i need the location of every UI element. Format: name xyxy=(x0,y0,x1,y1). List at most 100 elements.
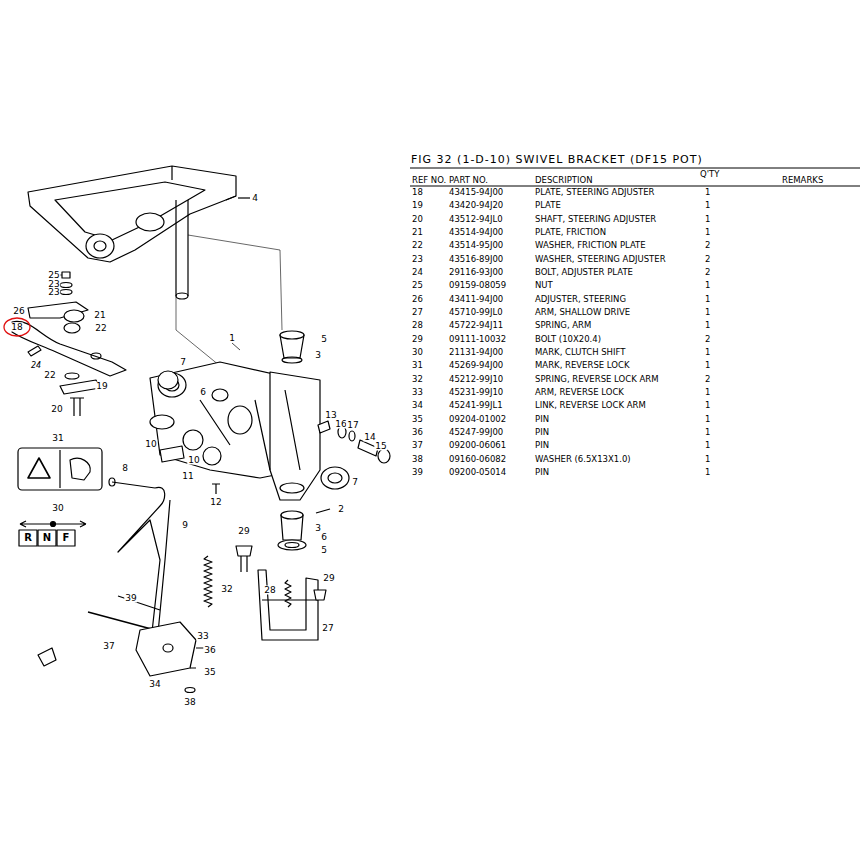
table-cell: 27 xyxy=(412,308,423,317)
callout-number: 18 xyxy=(10,323,23,332)
callout-number: 6 xyxy=(320,533,328,542)
callout-number: 31 xyxy=(51,434,64,443)
callout-number: 32 xyxy=(220,585,233,594)
table-cell: 45722-94J11 xyxy=(449,321,503,330)
table-cell: 2 xyxy=(705,374,710,383)
table-cell: 1 xyxy=(705,214,710,223)
callout-number: 13 xyxy=(324,411,337,420)
table-cell: 1 xyxy=(705,468,710,477)
table-cell: 21131-94J00 xyxy=(449,348,503,357)
callout-number: 33 xyxy=(196,632,209,641)
table-cell: 2 xyxy=(705,334,710,343)
table-cell: ARM, REVERSE LOCK xyxy=(535,388,624,397)
table-header: REMARKS xyxy=(782,176,823,185)
table-cell: 45710-99JL0 xyxy=(449,308,503,317)
table-cell: PLATE, FRICTION xyxy=(535,228,606,237)
table-cell: 43516-89J00 xyxy=(449,254,503,263)
callout-number: 6 xyxy=(199,388,207,397)
callout-number: 7 xyxy=(351,478,359,487)
callout-number: 22 xyxy=(94,324,107,333)
table-header: DESCRIPTION xyxy=(535,176,593,185)
table-cell: 43514-94J00 xyxy=(449,228,503,237)
table-cell: PIN xyxy=(535,468,549,477)
callout-number: 23 xyxy=(47,288,60,297)
callout-number: 8 xyxy=(121,464,129,473)
table-cell: PLATE, STEERING ADJUSTER xyxy=(535,188,655,197)
table-cell: WASHER, FRICTION PLATE xyxy=(535,241,646,250)
callout-number: 19 xyxy=(95,382,108,391)
callout-number: 11 xyxy=(181,472,194,481)
table-cell: 1 xyxy=(705,401,710,410)
table-cell: 45269-94J00 xyxy=(449,361,503,370)
table-cell: 30 xyxy=(412,348,423,357)
table-cell: 2 xyxy=(705,241,710,250)
callout-number: 14 xyxy=(363,433,376,442)
callout-number: 5 xyxy=(320,546,328,555)
table-cell: 09111-10032 xyxy=(449,334,506,343)
table-cell: PIN xyxy=(535,441,549,450)
table-cell: 43420-94J20 xyxy=(449,201,503,210)
callout-number: 10 xyxy=(187,456,200,465)
table-cell: 31 xyxy=(412,361,423,370)
callout-number: 36 xyxy=(203,646,216,655)
callout-number: 21 xyxy=(93,311,106,320)
table-cell: 1 xyxy=(705,201,710,210)
callout-number: 22 xyxy=(43,371,56,380)
callout-number: 4 xyxy=(251,194,259,203)
table-cell: 38 xyxy=(412,454,423,463)
callout-number: 1 xyxy=(228,334,236,343)
table-cell: 43411-94J00 xyxy=(449,294,503,303)
table-cell: 32 xyxy=(412,374,423,383)
table-cell: 09200-05014 xyxy=(449,468,506,477)
table-cell: BOLT, ADJUSTER PLATE xyxy=(535,268,633,277)
table-cell: 1 xyxy=(705,428,710,437)
table-cell: 43514-95J00 xyxy=(449,241,503,250)
table-cell: 45231-99J10 xyxy=(449,388,503,397)
callout-number: 24 xyxy=(30,362,42,370)
callout-number: 28 xyxy=(263,586,276,595)
callout-number: 29 xyxy=(237,527,250,536)
callout-number: 7 xyxy=(179,358,187,367)
callout-number: 38 xyxy=(183,698,196,707)
table-cell: NUT xyxy=(535,281,553,290)
table-cell: WASHER (6.5X13X1.0) xyxy=(535,454,631,463)
callout-number: 20 xyxy=(50,405,63,414)
table-header: Q'TY xyxy=(700,170,719,179)
table-cell: SPRING, REVERSE LOCK ARM xyxy=(535,374,659,383)
table-cell: 43512-94JL0 xyxy=(449,214,503,223)
callout-number: 30 xyxy=(51,504,64,513)
table-cell: 1 xyxy=(705,188,710,197)
callout-number: 15 xyxy=(374,442,387,451)
table-cell: SPRING, ARM xyxy=(535,321,591,330)
callout-number: 34 xyxy=(148,680,161,689)
callout-number: 3 xyxy=(314,524,322,533)
callout-number: 26 xyxy=(12,307,25,316)
callout-number: 35 xyxy=(203,668,216,677)
table-cell: 1 xyxy=(705,228,710,237)
table-cell: 1 xyxy=(705,454,710,463)
table-cell: 25 xyxy=(412,281,423,290)
table-cell: 43415-94J00 xyxy=(449,188,503,197)
callout-number: 10 xyxy=(144,440,157,449)
callout-number: 39 xyxy=(124,594,137,603)
table-cell: 36 xyxy=(412,428,423,437)
table-cell: 1 xyxy=(705,388,710,397)
table-cell: 1 xyxy=(705,321,710,330)
table-cell: 37 xyxy=(412,441,423,450)
table-cell: 1 xyxy=(705,348,710,357)
table-cell: 26 xyxy=(412,294,423,303)
table-cell: 1 xyxy=(705,414,710,423)
table-cell: 24 xyxy=(412,268,423,277)
callout-number: 29 xyxy=(322,574,335,583)
table-cell: WASHER, STEERING ADJUSTER xyxy=(535,254,666,263)
shift-letter: F xyxy=(63,533,70,543)
callout-number: 3 xyxy=(314,351,322,360)
table-cell: ARM, SHALLOW DRIVE xyxy=(535,308,630,317)
callout-number: 9 xyxy=(181,521,189,530)
callout-number: 2 xyxy=(337,505,345,514)
table-cell: 1 xyxy=(705,281,710,290)
table-cell: 18 xyxy=(412,188,423,197)
table-cell: 09159-08059 xyxy=(449,281,506,290)
